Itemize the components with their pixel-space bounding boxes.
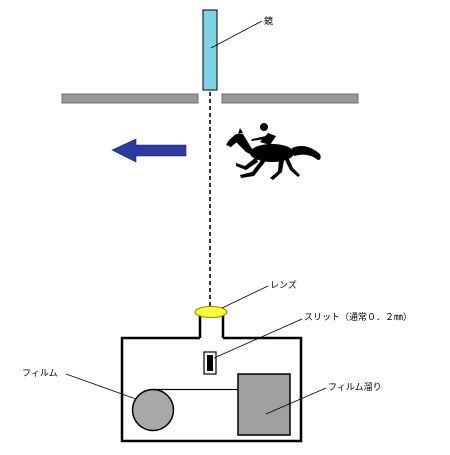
lens-label: レンズ [270, 279, 297, 291]
right-rail [221, 93, 359, 104]
lens-leader-line [221, 285, 269, 309]
left-arrow-icon [111, 138, 187, 163]
mirror-label: 鏡 [264, 15, 273, 27]
lens [194, 306, 228, 318]
mirror [202, 9, 218, 91]
slit-leader-line [213, 318, 303, 359]
film-label: フィルム [22, 368, 58, 379]
film-storage [237, 373, 291, 436]
film-storage-label: フィルム溜り [328, 381, 382, 393]
film-spool [131, 388, 175, 432]
slit [207, 355, 213, 371]
mirror-leader-line [210, 20, 263, 49]
film-storage-leader-line [265, 387, 327, 415]
film-leader-line [65, 373, 137, 400]
camera-body [120, 336, 303, 443]
racehorse-with-jockey-icon [226, 123, 321, 180]
left-rail [61, 93, 199, 104]
slit-label: スリット（通常０．２㎜） [304, 311, 412, 323]
